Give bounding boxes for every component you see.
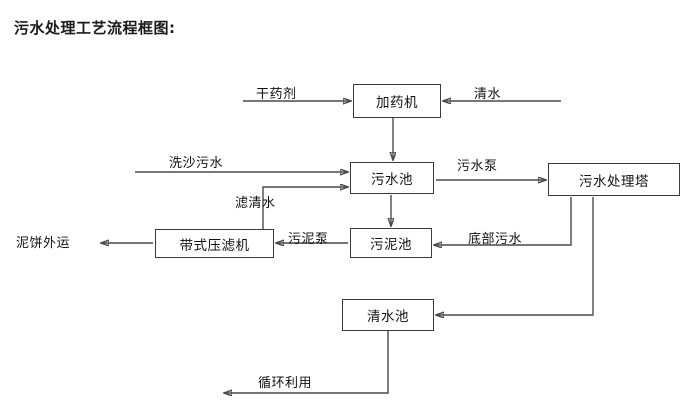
edge-label-wastewater-pump: 污水泵	[457, 159, 498, 174]
node-dosing-machine-label: 加药机	[376, 95, 418, 111]
node-treatment-tower[interactable]: 污水处理塔	[548, 163, 680, 196]
node-sludge-pool-label: 污泥池	[370, 237, 412, 253]
node-clean-water-pool[interactable]: 清水池	[342, 299, 434, 331]
page-title: 污水处理工艺流程框图:	[14, 19, 176, 37]
terminal-label-recycle-reuse: 循环利用	[258, 376, 313, 391]
edge-label-dry-chemical: 干药剂	[256, 87, 297, 102]
node-wastewater-pool[interactable]: 污水池	[350, 162, 434, 194]
edge-label-bottom-wastewater: 底部污水	[468, 232, 523, 247]
edge-label-sand-wash-wastewater: 洗沙污水	[169, 156, 224, 171]
node-dosing-machine[interactable]: 加药机	[353, 84, 441, 118]
terminal-label-mud-cake-out: 泥饼外运	[16, 236, 71, 251]
node-belt-filter-press[interactable]: 带式压滤机	[155, 229, 274, 258]
node-wastewater-pool-label: 污水池	[371, 172, 413, 188]
wire-tower-to-clean-water-pool	[436, 197, 594, 315]
edge-label-filtered-clear-water: 滤清水	[235, 196, 276, 211]
node-clean-water-pool-label: 清水池	[367, 309, 409, 325]
edge-label-sludge-pump: 污泥泵	[288, 232, 329, 247]
node-sludge-pool[interactable]: 污泥池	[350, 228, 432, 258]
wire-filtered-water-to-wastewater-pool	[262, 187, 348, 229]
node-belt-filter-press-label: 带式压滤机	[179, 237, 250, 254]
node-treatment-tower-label: 污水处理塔	[579, 173, 649, 190]
edge-label-clean-water-in: 清水	[474, 87, 502, 102]
